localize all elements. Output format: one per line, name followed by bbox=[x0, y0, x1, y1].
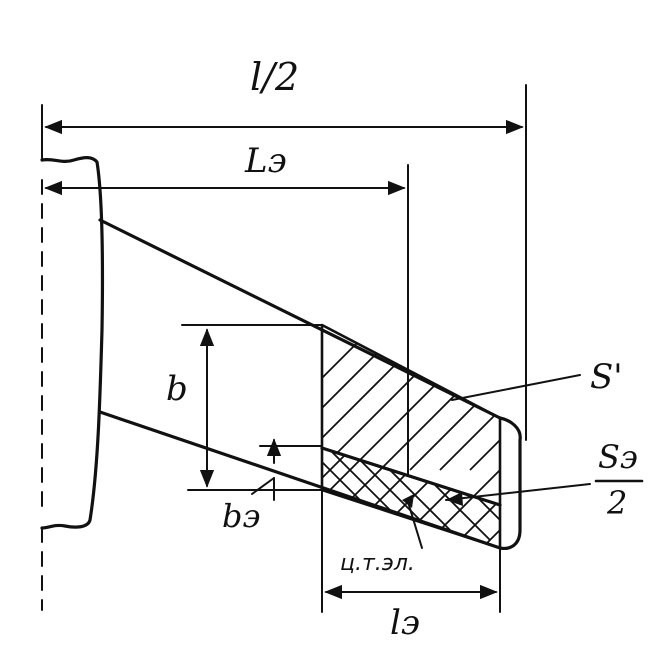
root-chord-label: b bbox=[166, 369, 188, 409]
section-area-leader bbox=[451, 374, 581, 401]
half-span-label: l/2 bbox=[250, 55, 299, 99]
element-area-leader bbox=[445, 483, 591, 506]
element-area-label-den: 2 bbox=[606, 484, 627, 522]
fuselage-contour bbox=[40, 104, 105, 611]
element-span-label: lэ bbox=[390, 603, 420, 643]
section-area-label: S' bbox=[590, 357, 623, 397]
element-arm-dimension bbox=[44, 164, 409, 476]
element-area-label-num: Sэ bbox=[598, 438, 638, 476]
centroid-leader bbox=[402, 494, 423, 549]
element-span-dimension bbox=[321, 447, 501, 613]
root-chord-dimension bbox=[181, 324, 323, 491]
element-arm-label: Lэ bbox=[244, 141, 287, 181]
half-span-dimension bbox=[44, 84, 527, 441]
element-chord-dimension bbox=[251, 438, 323, 501]
centroid-note: ц.т.эл. bbox=[340, 551, 415, 576]
element-chord-label: bэ bbox=[222, 497, 260, 535]
